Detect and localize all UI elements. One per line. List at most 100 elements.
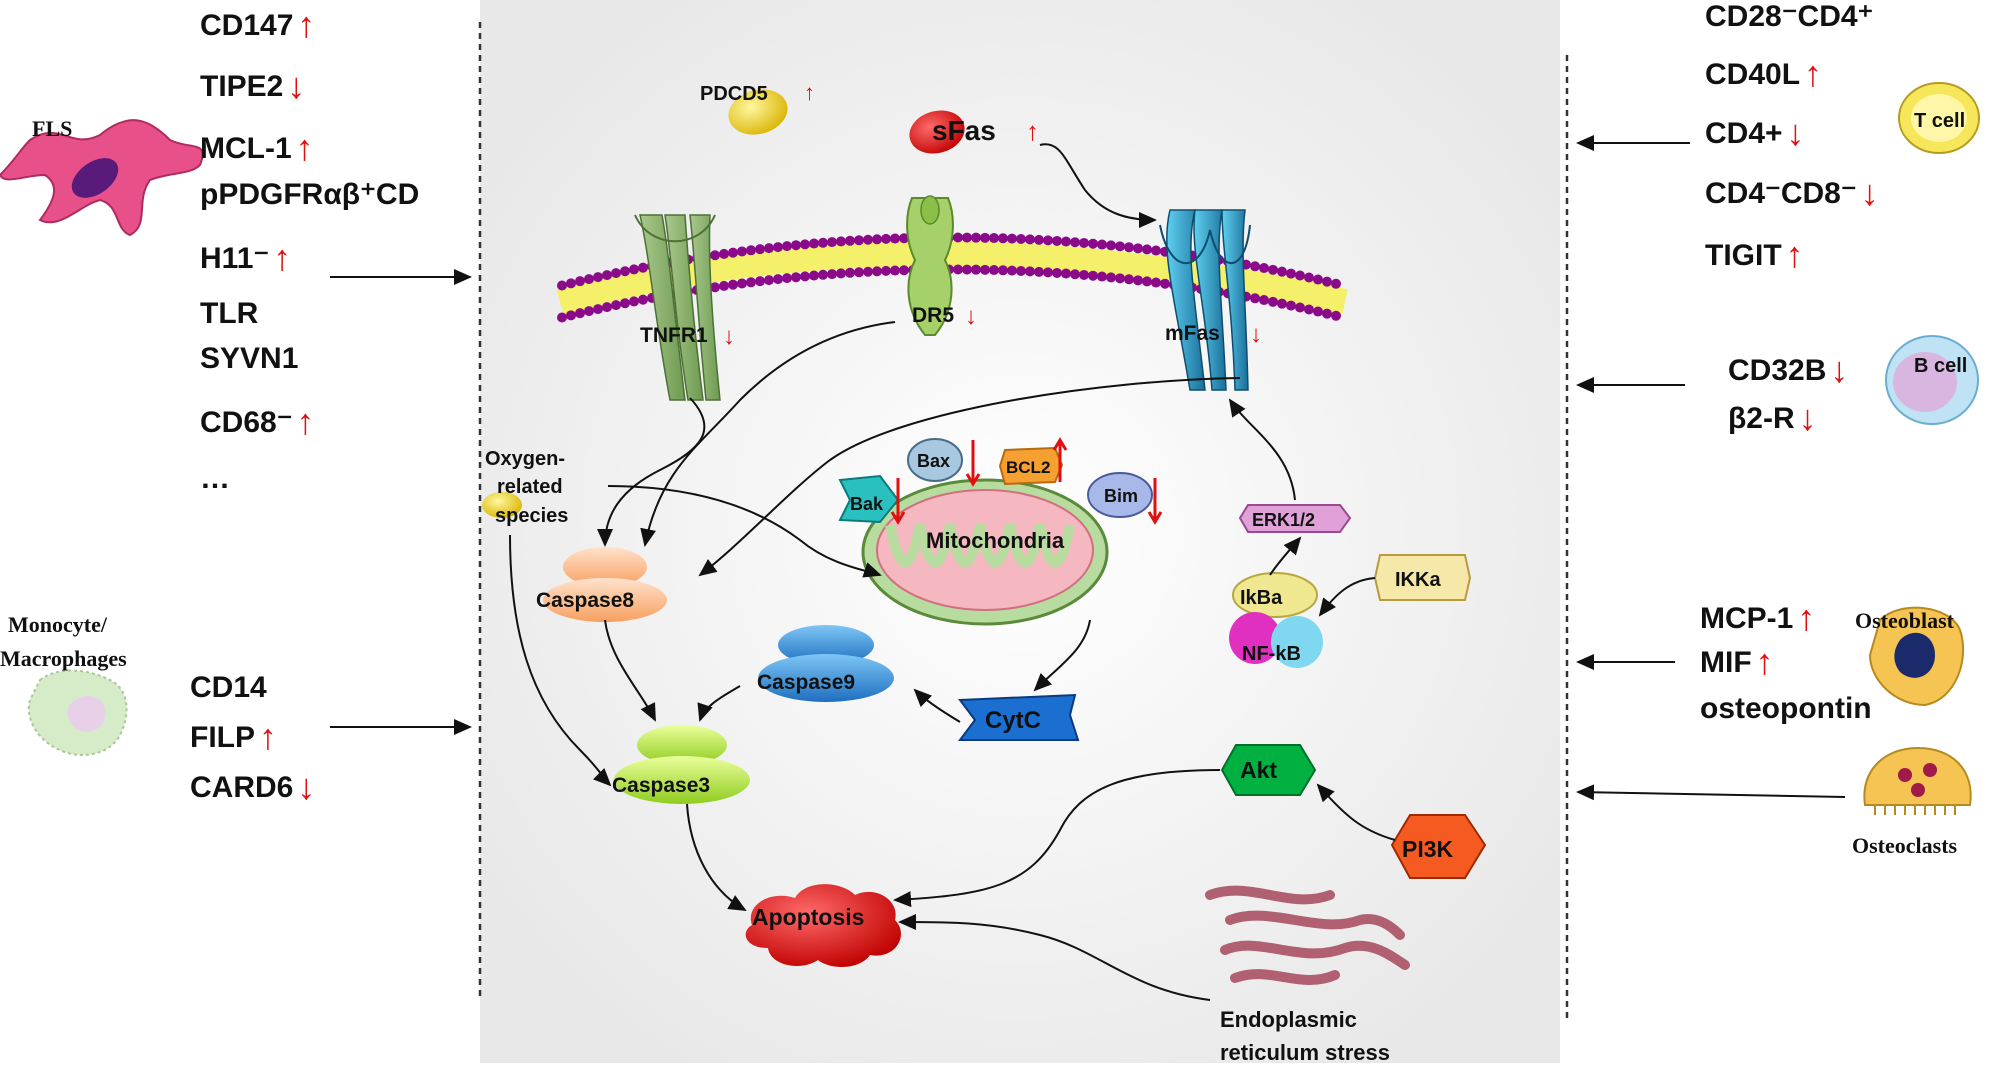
caspase8-shape	[543, 547, 667, 622]
membrane-lipid-head	[1322, 276, 1332, 287]
pdcd5-arrow: ↑	[804, 80, 815, 105]
membrane-lipid-head	[1259, 263, 1269, 274]
marker-label: pPDGFRαβ⁺CD	[200, 178, 419, 211]
marker-label: MIF	[1700, 646, 1752, 679]
membrane-lipid-head	[566, 310, 576, 321]
membrane-lipid-head	[791, 240, 801, 251]
membrane-lipid-head	[782, 241, 792, 252]
bak-label: Bak	[850, 494, 884, 514]
membrane-lipid-head	[593, 304, 603, 315]
down-arrow-icon: ↓	[287, 65, 305, 106]
marker-label: CD4⁻CD8⁻	[1705, 177, 1857, 210]
membrane-lipid-head	[1097, 239, 1107, 250]
marker-label: TIPE2	[200, 70, 283, 103]
membrane-lipid-head	[728, 279, 738, 290]
membrane-lipid-head	[728, 247, 738, 258]
membrane-lipid-head	[638, 262, 648, 273]
down-arrow-icon: ↓	[1861, 172, 1879, 213]
membrane-lipid-head	[854, 235, 864, 246]
marker-label: CD32B	[1728, 354, 1826, 387]
membrane-lipid-head	[1124, 274, 1134, 285]
membrane-lipid-head	[1142, 276, 1152, 287]
membrane-lipid-head	[998, 265, 1008, 276]
osteoclast-label: Osteoclasts	[1852, 833, 1958, 858]
cytc-label: CytC	[985, 707, 1041, 734]
caspase3-label: Caspase3	[612, 774, 710, 797]
membrane-lipid-head	[800, 239, 810, 250]
membrane-lipid-head	[971, 264, 981, 275]
pi3k-shape	[1390, 814, 1487, 879]
membrane-lipid-head	[1304, 304, 1314, 315]
membrane-lipid-head	[1016, 265, 1026, 276]
membrane-lipid-head	[575, 308, 585, 319]
up-arrow-icon: ↑	[273, 237, 291, 278]
membrane-lipid-head	[1313, 306, 1323, 317]
membrane-lipid-head	[1007, 233, 1017, 244]
b-cell-icon	[1885, 335, 1979, 425]
membrane-lipid-head	[1007, 265, 1017, 276]
membrane-lipid-head	[566, 278, 576, 289]
membrane-lipid-head	[1088, 270, 1098, 281]
sfas-to-mfas-arrow	[1039, 143, 1157, 228]
membrane-lipid-head	[863, 266, 873, 277]
membrane-lipid-head	[899, 233, 909, 244]
marker-label: CD4+	[1705, 117, 1783, 150]
caspase3-shape	[614, 725, 750, 804]
membrane-lipid-head	[845, 267, 855, 278]
membrane-lipid-head	[1295, 270, 1305, 281]
membrane-lipid-head	[1034, 234, 1044, 245]
membrane-lipid-head	[1061, 268, 1071, 279]
membrane-lipid-head	[782, 273, 792, 284]
up-arrow-icon: ↑	[1786, 234, 1804, 275]
osteoblast-marker-list: MCP-1↑MIF↑osteopontin	[1700, 597, 1872, 725]
osteoclast-icon	[1863, 746, 1972, 815]
membrane-lipid-head	[584, 274, 594, 285]
membrane-lipid-head	[1268, 296, 1278, 307]
membrane-lipid-head	[809, 238, 819, 249]
tnfr1-label: TNFR1	[640, 324, 708, 347]
membrane-lipid-head	[557, 280, 567, 291]
tnfr1-arrow: ↓	[723, 323, 735, 350]
membrane-lipid-head	[620, 266, 630, 277]
membrane-lipid-head	[890, 233, 900, 244]
membrane-lipid-head	[899, 265, 909, 276]
membrane-lipid-head	[773, 242, 783, 253]
membrane-lipid-head	[827, 237, 837, 248]
marker-label: TLR	[200, 297, 259, 330]
membrane-lipid-head	[1079, 237, 1089, 248]
membrane-lipid-head	[1124, 242, 1134, 253]
membrane-lipid-head	[989, 233, 999, 244]
down-arrow-icon: ↓	[297, 766, 315, 807]
up-arrow-icon: ↑	[297, 4, 315, 45]
membrane-lipid-head	[746, 277, 756, 288]
fls-label: FLS	[32, 116, 72, 141]
ikba-shape	[1232, 572, 1318, 618]
membrane-lipid-head	[980, 264, 990, 275]
pathway-arrows	[509, 321, 1396, 1001]
membrane-lipid-head	[1052, 267, 1062, 278]
er-icon	[1205, 885, 1410, 985]
mitochondria-label: Mitochondria	[926, 528, 1065, 553]
apoptosis-shape	[745, 884, 901, 967]
monocyte-label-2: Macrophages	[0, 646, 127, 671]
membrane-lipid-head	[881, 265, 891, 276]
membrane-lipid-head	[989, 265, 999, 276]
down-arrow-icon: ↓	[1799, 397, 1817, 438]
membrane-lipid-head	[593, 272, 603, 283]
ikba-label: IkBa	[1240, 587, 1283, 609]
ikka-label: IKKa	[1395, 569, 1441, 591]
membrane-lipid-head	[1016, 233, 1026, 244]
marker-label: CD40L	[1705, 58, 1800, 91]
membrane-lipid-head	[1133, 243, 1143, 254]
fls-marker-list: CD147↑TIPE2↓MCL-1 ↑pPDGFRαβ⁺CDH11⁻↑TLRSY…	[200, 4, 419, 495]
membrane-lipid-head	[638, 294, 648, 305]
membrane-lipid-head	[953, 232, 963, 243]
pi3k-label: PI3K	[1402, 836, 1454, 862]
marker-label: MCL-1	[200, 132, 292, 165]
membrane-lipid-head	[1295, 302, 1305, 313]
up-arrow-icon: ↑	[259, 716, 277, 757]
up-arrow-icon: ↑	[1756, 641, 1774, 682]
membrane-lipid-head	[1277, 298, 1287, 309]
akt-shape	[1220, 744, 1317, 796]
